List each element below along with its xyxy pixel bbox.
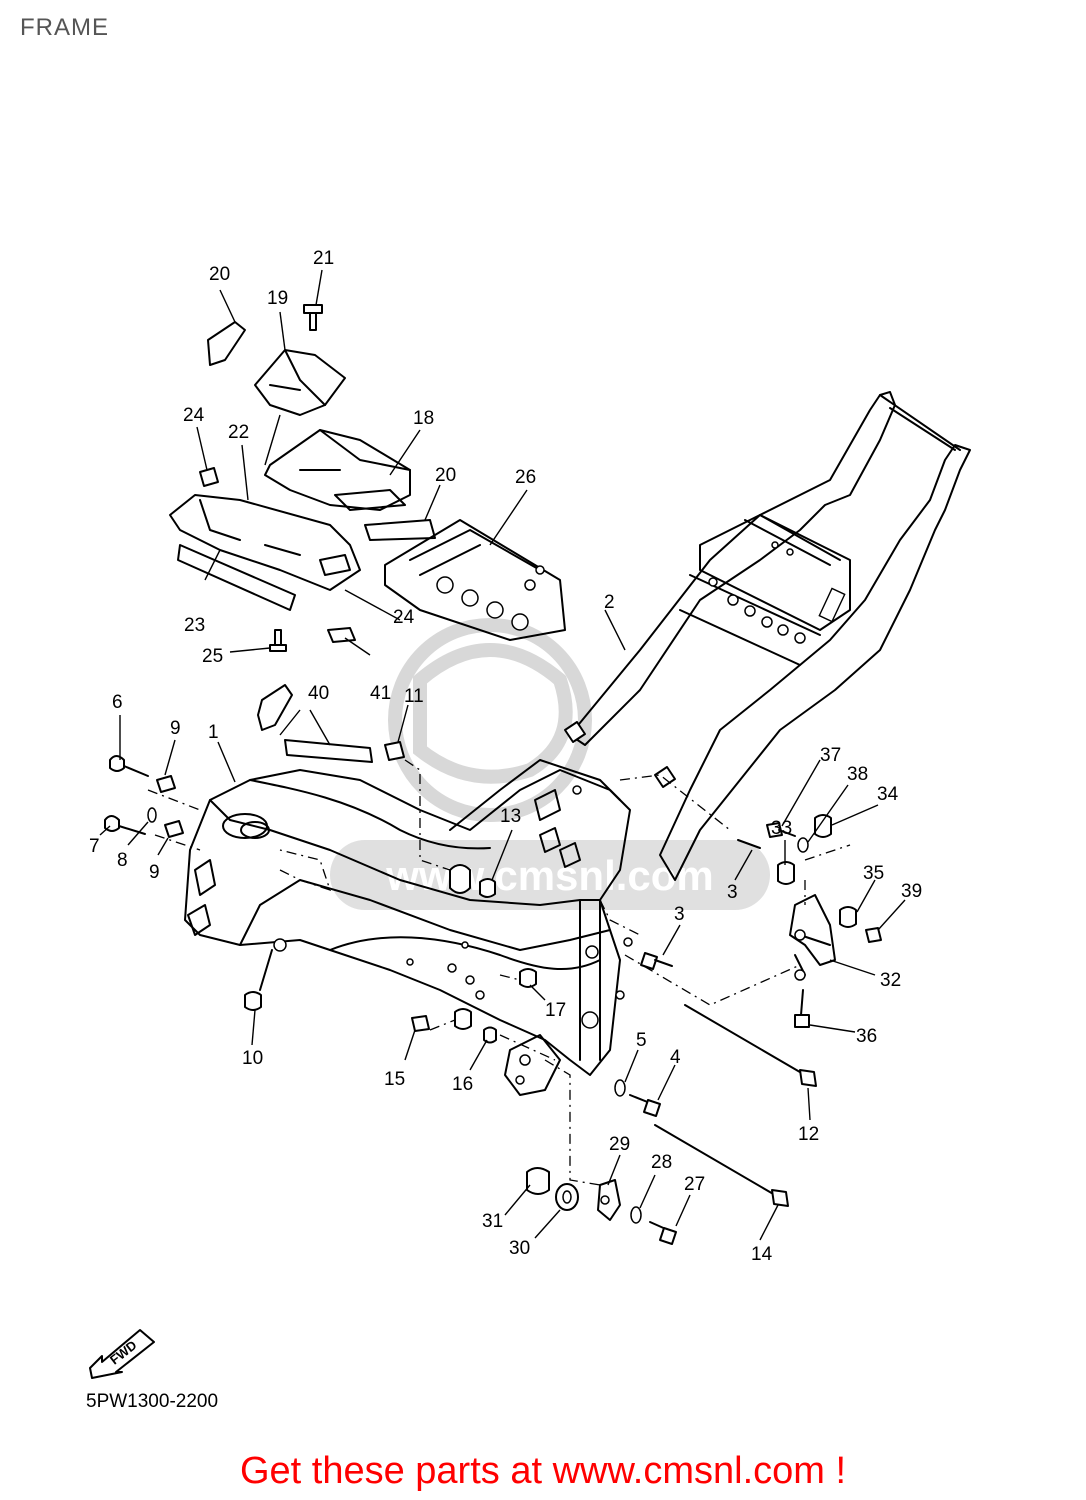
callout-label: 13 xyxy=(500,806,521,827)
callout-label: 41 xyxy=(370,683,391,704)
callout-label: 33 xyxy=(771,818,792,839)
callout-label: 17 xyxy=(545,1000,566,1021)
callout-label: 3 xyxy=(674,904,685,925)
callout-label: 11 xyxy=(404,686,424,707)
callout-label: 35 xyxy=(863,863,884,884)
fasteners xyxy=(104,741,882,1245)
callout-label: 40 xyxy=(308,683,329,704)
callout-label: 23 xyxy=(184,615,205,636)
page-title: FRAME xyxy=(20,14,109,41)
leader-lines xyxy=(99,269,906,1241)
callout-label: 18 xyxy=(413,408,434,429)
callout-label: 38 xyxy=(847,764,868,785)
callout-label: 22 xyxy=(228,422,249,443)
callout-label: 7 xyxy=(89,836,100,857)
callout-label: 27 xyxy=(684,1174,705,1195)
callout-label: 10 xyxy=(242,1048,263,1069)
callout-label: 9 xyxy=(170,718,181,739)
callout-label: 31 xyxy=(482,1211,503,1232)
callout-label: 12 xyxy=(798,1124,819,1145)
callout-label: 25 xyxy=(202,646,223,667)
callout-label: 20 xyxy=(435,465,456,486)
callout-label: 14 xyxy=(751,1244,773,1265)
rear-bracket-assembly xyxy=(169,304,566,763)
main-frame xyxy=(184,759,633,1076)
callout-labels: 1 2 3 3 4 5 6 7 8 9 9 10 11 12 13 14 15 … xyxy=(89,248,922,1265)
callout-label: 19 xyxy=(267,288,288,309)
callout-label: 26 xyxy=(515,467,536,488)
watermark-logo: www.cmsnl.com xyxy=(330,618,770,910)
callout-label: 37 xyxy=(820,745,841,766)
forward-arrow-icon: FWD xyxy=(89,1329,155,1379)
assembly-lines xyxy=(147,759,851,1186)
callout-label: 8 xyxy=(117,850,128,871)
callout-label: 32 xyxy=(880,970,901,991)
callout-label: 3 xyxy=(727,882,738,903)
drawing-code: 5PW1300-2200 xyxy=(86,1391,219,1412)
callout-label: 9 xyxy=(149,862,160,883)
callout-label: 24 xyxy=(393,607,415,628)
callout-label: 16 xyxy=(452,1074,473,1095)
callout-label: 15 xyxy=(384,1069,405,1090)
callout-label: 24 xyxy=(183,405,205,426)
callout-label: 6 xyxy=(112,692,123,713)
callout-label: 5 xyxy=(636,1030,647,1051)
callout-label: 36 xyxy=(856,1026,877,1047)
callout-label: 1 xyxy=(208,722,219,743)
callout-label: 28 xyxy=(651,1152,672,1173)
callout-label: 21 xyxy=(313,248,334,269)
callout-label: 39 xyxy=(901,881,922,902)
parts-shop-link[interactable]: Get these parts at www.cmsnl.com ! xyxy=(239,1450,847,1492)
callout-label: 4 xyxy=(670,1047,681,1068)
rear-subframe xyxy=(564,391,971,881)
callout-label: 2 xyxy=(604,592,615,613)
callout-label: 30 xyxy=(509,1238,530,1259)
callout-label: 29 xyxy=(609,1134,630,1155)
callout-label: 20 xyxy=(209,264,230,285)
callout-label: 34 xyxy=(877,784,899,805)
